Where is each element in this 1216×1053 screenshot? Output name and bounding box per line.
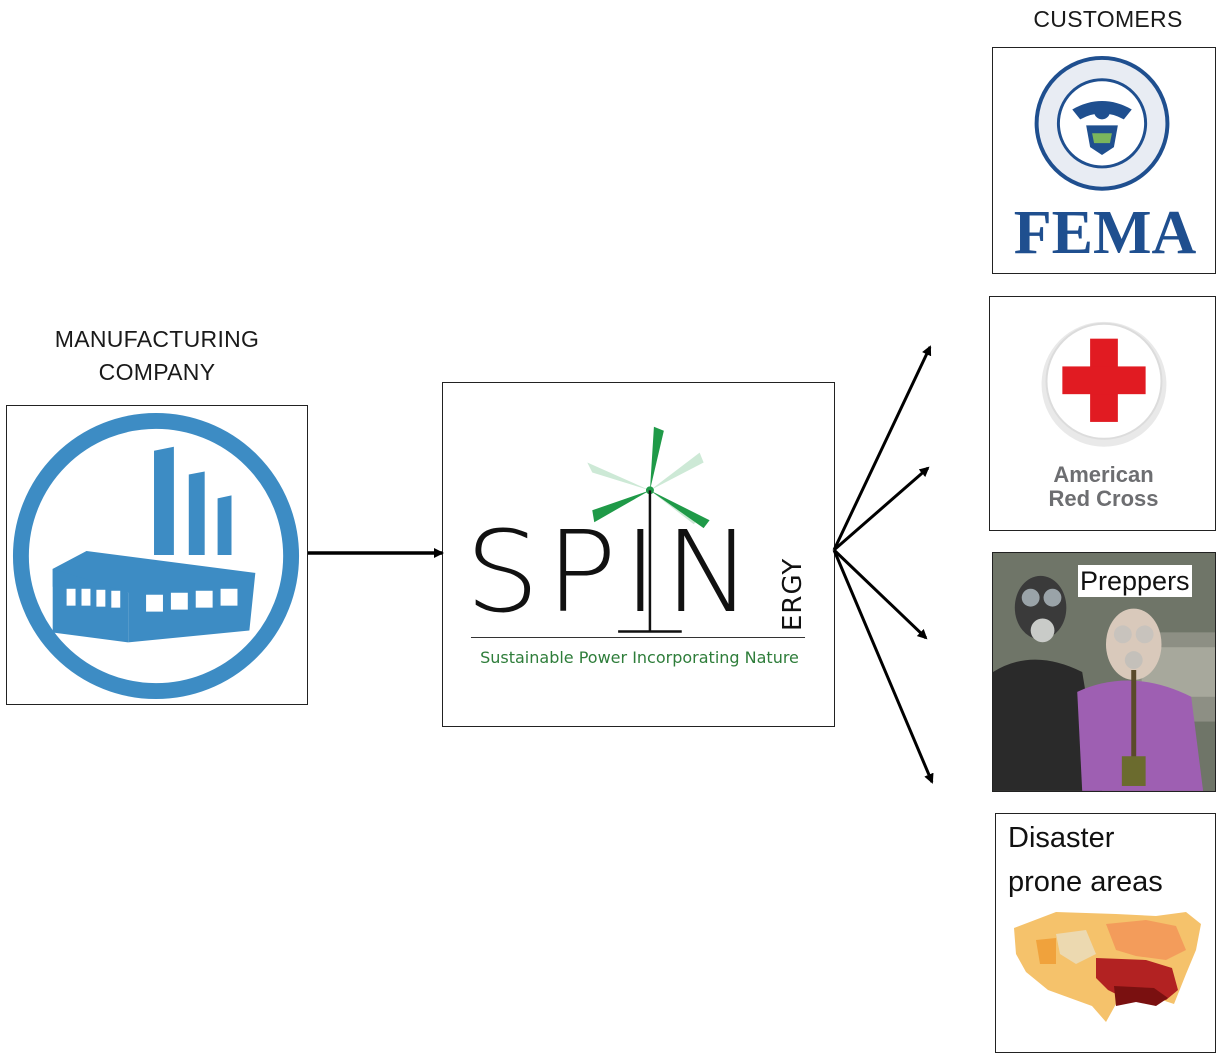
dhs-seal-icon	[1034, 55, 1170, 191]
disaster-line1: Disaster	[1008, 822, 1115, 854]
disaster-line2: prone areas	[1008, 866, 1163, 898]
fema-box: FEMA	[992, 47, 1216, 274]
spinergy-logo-letters: SPIN	[465, 508, 759, 638]
fema-name: FEMA	[1013, 199, 1197, 267]
customers-label: CUSTOMERS	[1033, 6, 1183, 32]
manufacturing-label-line2: COMPANY	[98, 359, 216, 385]
arrow-to-disaster-areas	[832, 549, 934, 784]
arrow-to-red-cross	[833, 466, 930, 552]
disaster-areas-box: Disaster prone areas	[995, 813, 1216, 1053]
preppers-box: Preppers	[992, 552, 1216, 792]
preppers-label: Preppers	[1078, 565, 1192, 597]
spinergy-logo-small: ERGY	[778, 557, 808, 631]
red-cross-line2: Red Cross	[1048, 486, 1159, 511]
manufacturing-label-line1: MANUFACTURING	[54, 326, 260, 352]
spinergy-tagline: Sustainable Power Incorporating Nature	[480, 648, 799, 667]
wind-turbine-icon	[470, 426, 806, 639]
us-disaster-map	[1014, 912, 1201, 1022]
factory-icon	[12, 412, 300, 700]
arrow-to-preppers	[832, 548, 928, 640]
red-cross-box: American Red Cross	[989, 296, 1216, 531]
arrow-to-fema	[832, 345, 932, 551]
red-cross-icon	[1041, 321, 1167, 447]
red-cross-line1: American	[1053, 462, 1154, 487]
spinergy-box: SPIN ERGY Sustainable Power Incorporatin…	[442, 382, 835, 727]
manufacturing-company-label: MANUFACTURING COMPANY	[6, 323, 308, 389]
manufacturing-company-box	[6, 405, 308, 705]
